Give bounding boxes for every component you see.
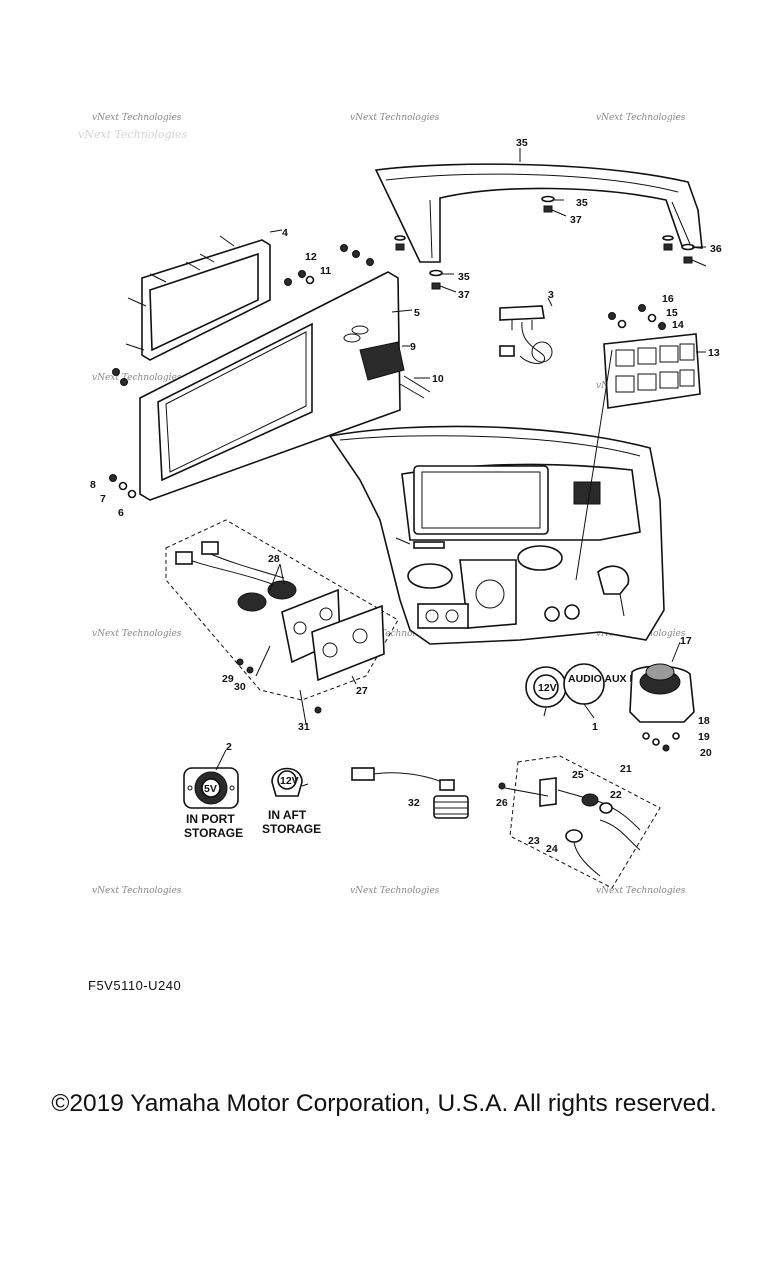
watermark-bg: vNext Technologies	[78, 128, 188, 141]
watermark: vNext Technologies	[92, 373, 182, 383]
callout-3: 3	[548, 289, 554, 301]
callout-16: 16	[662, 293, 674, 305]
outlet-12v-mark: 12V	[280, 775, 299, 787]
dashboard-console	[328, 425, 665, 645]
switch-9	[343, 325, 431, 399]
callout-1: 1	[592, 721, 598, 733]
callout-14: 14	[672, 319, 684, 331]
callout-32: 32	[408, 797, 420, 809]
callout-15: 15	[666, 307, 678, 319]
copyright-notice: ©2019 Yamaha Motor Corporation, U.S.A. A…	[51, 1090, 717, 1117]
callout-9: 9	[410, 341, 416, 353]
callout-10: 10	[432, 373, 444, 385]
callout-28: 28	[268, 553, 280, 565]
watermark: vNext Technologies	[92, 886, 182, 896]
callout-4: 4	[282, 227, 288, 239]
callout-31: 31	[298, 721, 310, 733]
callout-labels: 35 35 37 35 37 36 4 12 11 5 3 9 10 16 15…	[90, 137, 722, 855]
fasteners-34-35	[394, 195, 695, 290]
parts-diagram: vNext Technologies vNext Technologies vN…	[78, 113, 722, 896]
callout-35: 37	[570, 214, 582, 226]
gauge-bezel-frame	[125, 235, 271, 361]
callout-8: 8	[90, 479, 96, 491]
watermark: vNext Technologies	[92, 629, 182, 639]
callout-20: 20	[700, 747, 712, 759]
panel-5	[139, 271, 401, 501]
outlet-12v-mark: 12V	[538, 682, 557, 694]
callout-34: 35	[458, 271, 470, 283]
caption-aft-line1: IN AFT	[268, 808, 307, 822]
callout-25: 25	[572, 769, 584, 781]
cable-32	[351, 767, 469, 819]
watermark: vNext Technologies	[350, 113, 440, 123]
callout-35: 37	[458, 289, 470, 301]
switch-panel-13	[603, 304, 701, 409]
callout-5: 5	[414, 307, 420, 319]
usb-5v-mark: 5V	[204, 783, 217, 795]
callout-34: 35	[576, 197, 588, 209]
receptacles-37-1: 12V AUDIO AUX IN	[525, 663, 640, 708]
control-knob-17	[629, 663, 695, 752]
callout-17: 17	[680, 635, 692, 647]
callout-11: 11	[320, 265, 331, 277]
callout-24: 24	[546, 843, 558, 855]
callout-29: 29	[222, 673, 234, 685]
callout-7: 7	[100, 493, 106, 505]
watermark: vNext Technologies	[350, 886, 440, 896]
watermark: vNext Technologies	[350, 629, 440, 639]
callout-21: 21	[620, 763, 632, 775]
callout-26: 26	[496, 797, 508, 809]
callout-22: 22	[610, 789, 622, 801]
callout-30: 30	[234, 681, 246, 693]
leader-lines	[215, 148, 707, 787]
outlet-37-aft: 12V	[271, 767, 303, 797]
captions: IN PORT STORAGE IN AFT STORAGE	[184, 808, 321, 840]
audio-mark: AUDIO AUX IN	[568, 673, 640, 685]
drawing-code: F5V5110-U240	[88, 978, 182, 993]
callout-18: 18	[698, 715, 710, 727]
caption-port-line1: IN PORT	[186, 812, 235, 826]
callout-33: 35	[516, 137, 528, 149]
callout-19: 19	[698, 731, 710, 743]
caption-port-line2: STORAGE	[184, 826, 243, 840]
watermark: vNext Technologies	[92, 113, 182, 123]
group-28-27	[165, 519, 399, 714]
watermark: vNext Technologies	[596, 113, 686, 123]
callout-12: 12	[305, 251, 317, 263]
group-21	[498, 755, 661, 889]
fasteners-6-12	[109, 244, 374, 499]
callout-6: 6	[118, 507, 124, 519]
sensor-3	[499, 305, 553, 364]
callout-13: 13	[708, 347, 720, 359]
callout-27: 27	[356, 685, 368, 697]
usb-receptacle-2: 5V	[183, 767, 239, 809]
watermark: vNext Technologies	[596, 886, 686, 896]
visor-cover	[374, 163, 703, 263]
caption-aft-line2: STORAGE	[262, 822, 321, 836]
callout-23: 23	[528, 835, 540, 847]
callout-34: 36	[710, 243, 722, 255]
callout-2: 2	[226, 741, 232, 753]
